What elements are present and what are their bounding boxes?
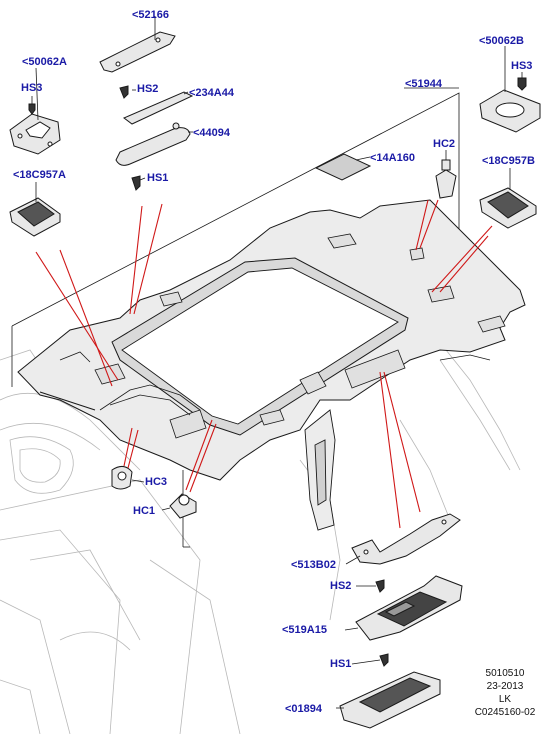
label-screw-hs1-top: HS1 xyxy=(147,172,169,184)
parts-bottom-right xyxy=(339,513,463,729)
parts-clips xyxy=(111,466,197,519)
label-part-18c957a: <18C957A xyxy=(13,169,66,181)
reference-line-4: C0245160-02 xyxy=(474,707,536,718)
label-part-51944: <51944 xyxy=(405,78,443,90)
b-pillar-trim xyxy=(304,409,336,531)
label-part-52166: <52166 xyxy=(132,9,170,21)
label-screw-hs3-right: HS3 xyxy=(511,60,533,72)
label-part-50062b: <50062B xyxy=(479,35,524,47)
vehicle-background-lines xyxy=(0,329,521,734)
label-part-44094: <44094 xyxy=(193,127,231,139)
label-clip-hc2: HC2 xyxy=(433,138,456,150)
label-screw-hs2-bottom: HS2 xyxy=(330,580,352,592)
label-screw-hs2-top: HS2 xyxy=(137,83,159,95)
reference-block: 5010510 23-2013 LK C0245160-02 xyxy=(470,667,540,719)
parts-top-right xyxy=(314,77,541,229)
label-part-18c957b: <18C957B xyxy=(482,155,535,167)
label-clip-hc1: HC1 xyxy=(133,505,156,517)
leader-lines-black xyxy=(31,16,523,709)
reference-line-2: 23-2013 xyxy=(486,681,524,692)
sunroof-opening xyxy=(111,257,409,436)
reference-line-3: LK xyxy=(498,694,512,705)
leader-lines-red xyxy=(35,199,493,529)
parts-top-left xyxy=(9,31,194,237)
label-part-50062a: <50062A xyxy=(22,56,67,68)
label-part-513b02: <513B02 xyxy=(291,559,336,571)
label-screw-hs1-bottom: HS1 xyxy=(330,658,352,670)
label-part-01894: <01894 xyxy=(285,703,323,715)
label-part-519a15: <519A15 xyxy=(282,624,327,636)
reference-line-1: 5010510 xyxy=(485,668,525,679)
label-part-234a44: <234A44 xyxy=(189,87,234,99)
label-clip-hc3: HC3 xyxy=(145,476,168,488)
label-screw-hs3-left: HS3 xyxy=(21,82,43,94)
label-part-14a160: <14A160 xyxy=(370,152,415,164)
headliner-details xyxy=(59,233,506,439)
